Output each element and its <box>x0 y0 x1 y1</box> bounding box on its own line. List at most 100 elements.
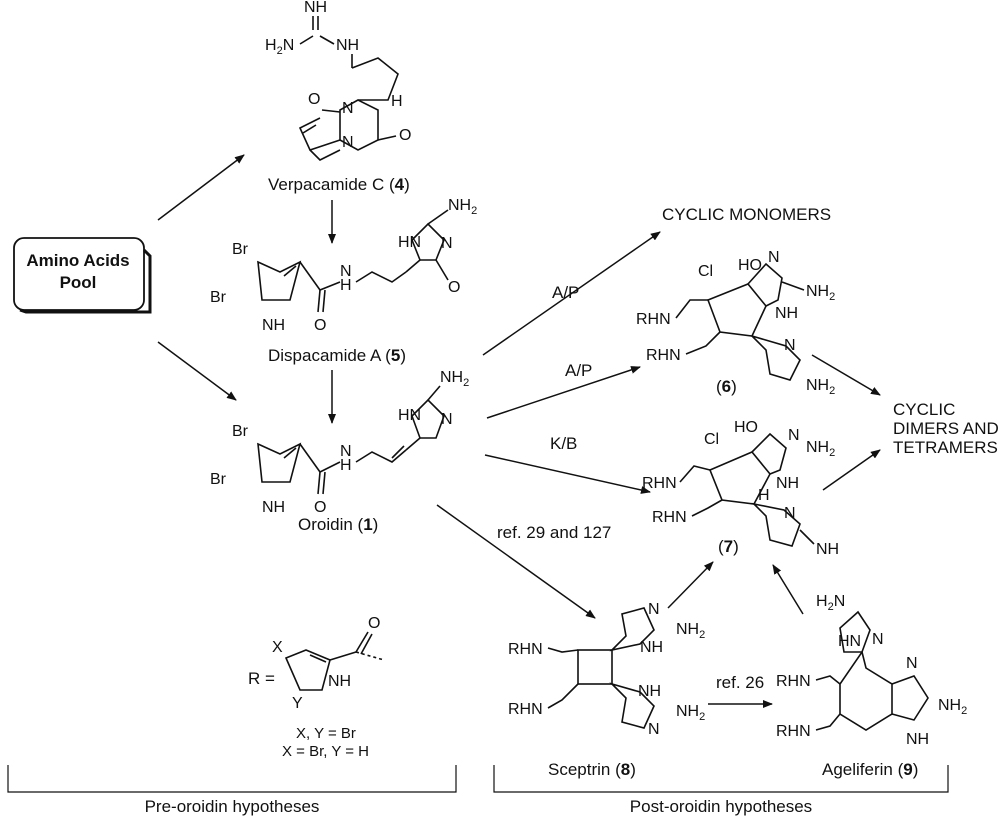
svg-text:HN: HN <box>398 234 421 251</box>
svg-text:H2N: H2N <box>816 593 845 613</box>
svg-text:O: O <box>308 91 320 108</box>
arrow-to-compound-7 <box>484 454 651 494</box>
svg-text:NH: NH <box>816 541 839 558</box>
post-oroidin-label: Post-oroidin hypotheses <box>630 797 812 816</box>
cyclic-dimers-label-line1: CYCLIC <box>893 400 955 419</box>
svg-text:NH: NH <box>906 731 929 748</box>
svg-text:N: N <box>784 505 796 522</box>
svg-text:O: O <box>314 317 326 334</box>
svg-text:O: O <box>368 615 380 632</box>
svg-text:HO: HO <box>734 419 758 436</box>
compound-7-structure: Cl HO N NH NH2 RHN RHN H N NH <box>642 419 839 558</box>
svg-text:NH2: NH2 <box>440 369 469 389</box>
svg-text:NH2: NH2 <box>676 703 705 723</box>
svg-text:NH: NH <box>262 499 285 516</box>
arrow-label-ref-29-127: ref. 29 and 127 <box>497 523 611 542</box>
arrow-to-compound-6 <box>486 366 641 419</box>
svg-text:N: N <box>648 601 660 618</box>
svg-text:N: N <box>788 427 800 444</box>
svg-text:RHN: RHN <box>508 701 543 718</box>
svg-text:RHN: RHN <box>642 475 677 492</box>
svg-text:N: N <box>342 100 354 117</box>
svg-text:NH: NH <box>262 317 285 334</box>
svg-text:NH: NH <box>640 639 663 656</box>
svg-text:H: H <box>391 93 403 110</box>
svg-text:RHN: RHN <box>508 641 543 658</box>
svg-text:Br: Br <box>232 423 249 440</box>
svg-text:RHN: RHN <box>776 723 811 740</box>
svg-text:Br: Br <box>232 241 249 258</box>
compound-6-label: (6) <box>716 377 737 396</box>
ageliferin-label: Ageliferin (9) <box>822 760 918 779</box>
arrow-7-to-dimers <box>822 449 881 491</box>
sceptrin-label: Sceptrin (8) <box>548 760 636 779</box>
arrow-6-to-dimers <box>811 354 881 396</box>
svg-text:N: N <box>648 721 660 738</box>
svg-text:NH2: NH2 <box>676 621 705 641</box>
arrow-sceptrin-to-7 <box>667 561 714 609</box>
svg-text:NH: NH <box>776 475 799 492</box>
svg-text:RHN: RHN <box>636 311 671 328</box>
svg-text:N: N <box>441 235 453 252</box>
r-equals-label: R = <box>248 669 275 688</box>
compound-7-label: (7) <box>718 537 739 556</box>
reaction-arrows <box>157 154 881 708</box>
svg-text:N: N <box>872 631 884 648</box>
oroidin-label: Oroidin (1) <box>298 515 378 534</box>
r-group-option-2: X = Br, Y = H <box>282 743 369 760</box>
svg-text:N: N <box>784 337 796 354</box>
arrow-to-cyclic-monomers <box>482 231 661 356</box>
arrow-to-sceptrin <box>436 504 596 619</box>
svg-text:N: N <box>768 249 780 266</box>
arrow-ageliferin-to-7 <box>772 564 804 615</box>
r-group-definition: R = X Y NH O X, Y = Br X = Br, Y = H <box>248 615 385 760</box>
svg-text:N: N <box>340 263 352 280</box>
pool-title-line1: Amino Acids <box>26 251 129 270</box>
svg-text:N: N <box>340 443 352 460</box>
svg-text:RHN: RHN <box>776 673 811 690</box>
amino-acids-pool-box: Amino Acids Pool <box>13 237 152 314</box>
arrow-label-ap-2: A/P <box>565 361 592 380</box>
post-oroidin-bracket: Post-oroidin hypotheses <box>493 765 949 816</box>
svg-text:NH2: NH2 <box>806 439 835 459</box>
svg-text:NH2: NH2 <box>448 197 477 217</box>
svg-text:RHN: RHN <box>652 509 687 526</box>
svg-text:O: O <box>448 279 460 296</box>
arrow-pool-to-oroidin <box>157 341 237 401</box>
svg-text:O: O <box>399 127 411 144</box>
pre-oroidin-bracket: Pre-oroidin hypotheses <box>7 765 457 816</box>
svg-text:Cl: Cl <box>704 431 719 448</box>
atom-h2n: H2N <box>265 37 294 57</box>
svg-text:NH2: NH2 <box>806 377 835 397</box>
svg-text:H: H <box>340 277 352 294</box>
svg-text:HO: HO <box>738 257 762 274</box>
svg-text:Br: Br <box>210 471 227 488</box>
arrow-pool-to-verpacamide <box>157 154 245 221</box>
svg-text:HN: HN <box>398 407 421 424</box>
verpacamide-c-structure: NH H2N NH N N H O O <box>265 0 411 161</box>
svg-text:NH: NH <box>328 673 351 690</box>
oroidin-structure: Br Br NH O H N HN N NH2 <box>210 369 469 516</box>
svg-text:N: N <box>342 134 354 151</box>
svg-text:H: H <box>340 457 352 474</box>
svg-text:Br: Br <box>210 289 227 306</box>
svg-text:NH: NH <box>775 305 798 322</box>
svg-text:O: O <box>314 499 326 516</box>
svg-text:N: N <box>441 411 453 428</box>
arrow-label-kb: K/B <box>550 434 577 453</box>
dispacamide-a-structure: Br Br NH O H N HN N NH2 O <box>210 197 477 334</box>
cyclic-dimers-label-line3: TETRAMERS <box>893 438 998 457</box>
pre-oroidin-label: Pre-oroidin hypotheses <box>145 797 320 816</box>
dispacamide-a-label: Dispacamide A (5) <box>268 346 406 365</box>
svg-text:X: X <box>272 639 283 656</box>
svg-text:NH2: NH2 <box>938 697 967 717</box>
arrow-label-ap-1: A/P <box>552 283 579 302</box>
svg-text:NH2: NH2 <box>806 283 835 303</box>
svg-text:NH: NH <box>638 683 661 700</box>
atom-nh-2: NH <box>336 37 359 54</box>
svg-text:RHN: RHN <box>646 347 681 364</box>
sceptrin-structure: RHN RHN N NH NH2 NH N NH2 <box>508 601 705 738</box>
verpacamide-c-label: Verpacamide C (4) <box>268 175 410 194</box>
pool-title-line2: Pool <box>60 273 97 292</box>
